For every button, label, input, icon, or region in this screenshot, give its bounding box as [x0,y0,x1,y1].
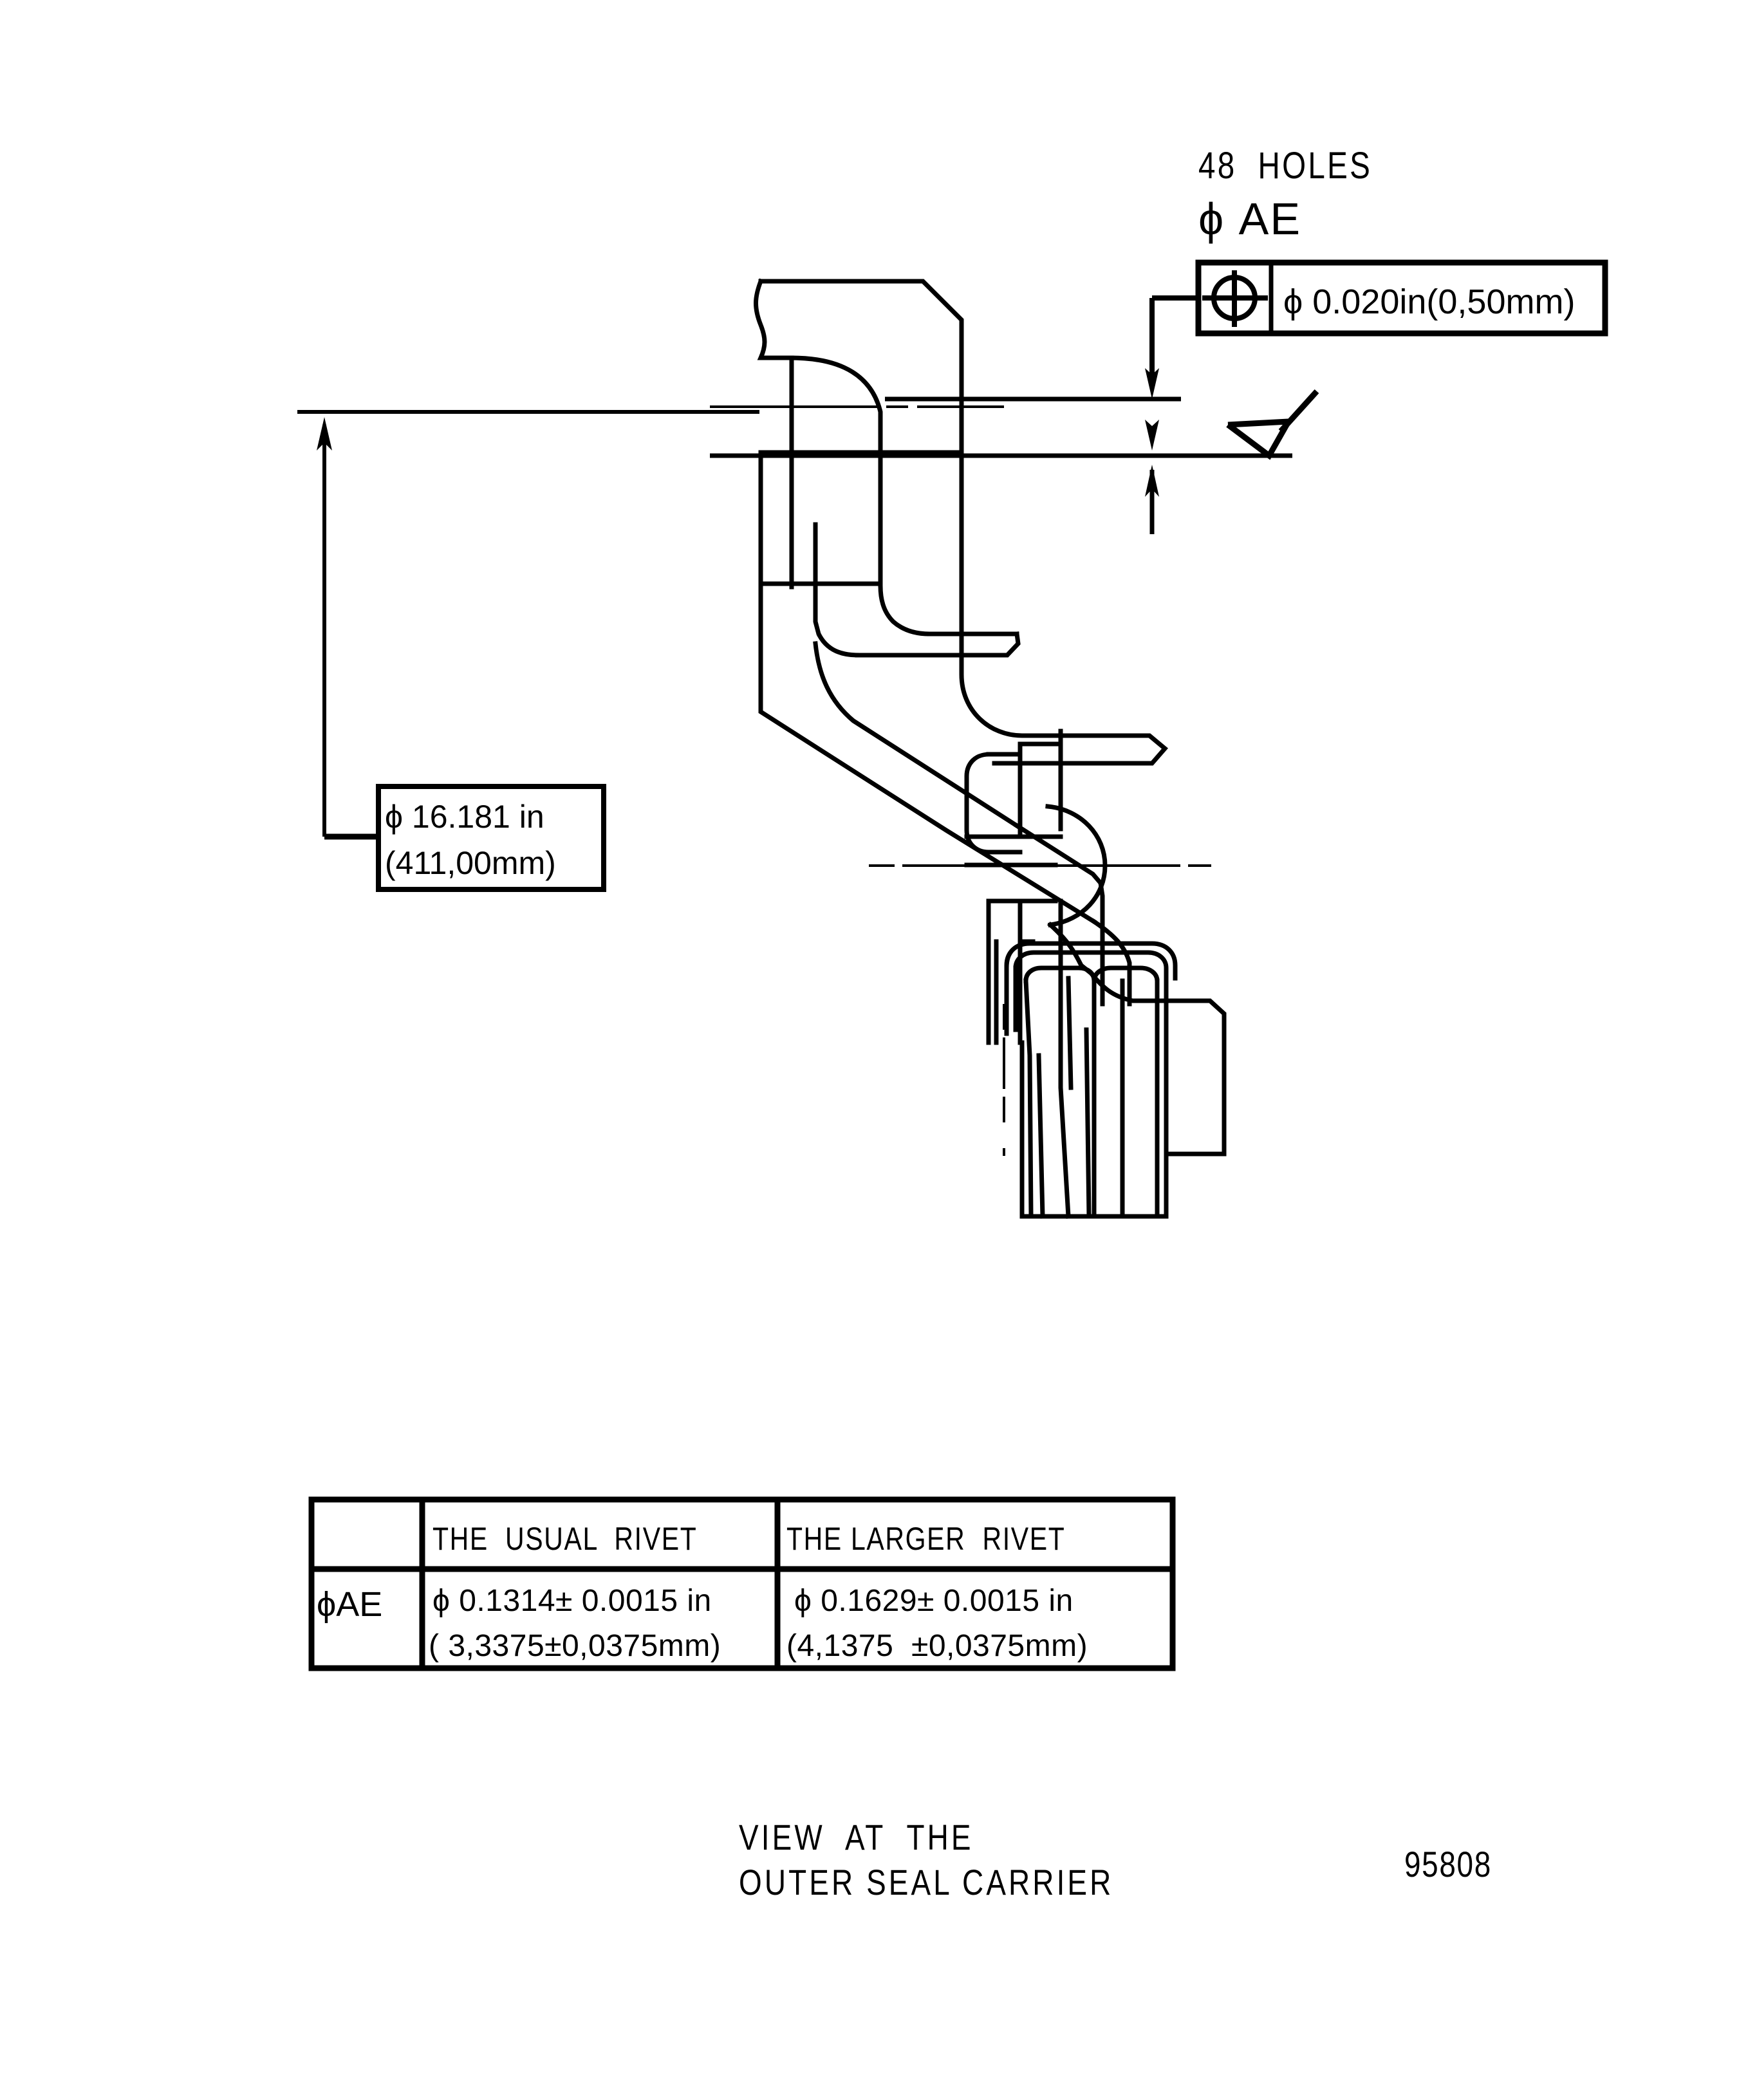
thickness-dimension [710,396,1292,534]
surface-finish-triangle-icon [1226,389,1319,460]
table-cell-usual-inch: ϕ 0.1314± 0.0015 in [432,1584,712,1618]
table-header-usual-rivet: THE USUAL RIVET [432,1521,698,1557]
part-cross-section-outline [754,278,1227,1219]
leader-line-to-hole [1145,295,1198,399]
table-cell-larger-metric: (4,1375 ±0,0375mm) [786,1629,1088,1663]
rivet-table-grid [308,1496,1176,1671]
diameter-callout-line1: ϕ 16.181 in [385,799,544,835]
view-caption-line1: VIEW AT THE [739,1817,974,1857]
view-caption-line2: OUTER SEAL CARRIER [739,1862,1114,1902]
table-cell-usual-metric: ( 3,3375±0,0375mm) [429,1629,721,1663]
table-row-label: ϕAE [317,1585,383,1624]
hole-count-label: 48 HOLES [1198,145,1373,187]
centerlines [710,405,1216,1158]
diameter-dimension-16181 [297,410,759,892]
diameter-callout-line2: (411,00mm) [385,845,556,881]
feature-control-tolerance-text: ϕ 0.020in(0,50mm) [1283,283,1576,321]
table-cell-larger-inch: ϕ 0.1629± 0.0015 in [794,1584,1074,1618]
table-header-larger-rivet: THE LARGER RIVET [786,1521,1066,1557]
part-number-label: 95808 [1404,1844,1492,1884]
hole-symbol-label: ϕ AE [1198,194,1302,244]
